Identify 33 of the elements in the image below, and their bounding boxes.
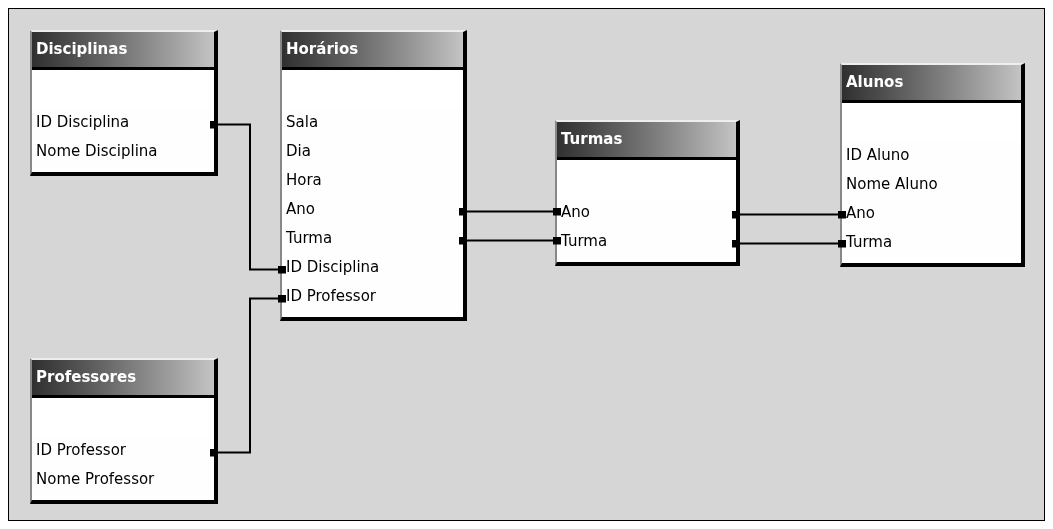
table-title: Horários bbox=[286, 39, 359, 61]
field-name: ID Disciplina bbox=[286, 257, 380, 278]
relationship-line bbox=[210, 120, 286, 274]
field-name: Turma bbox=[561, 231, 608, 252]
field-name: Ano bbox=[561, 202, 590, 223]
table-card bbox=[840, 63, 1025, 267]
table-card bbox=[555, 120, 740, 266]
field-name: Dia bbox=[286, 141, 311, 162]
field-name: Ano bbox=[286, 199, 315, 220]
relationship-line bbox=[732, 239, 846, 248]
field-name: ID Professor bbox=[286, 286, 377, 307]
field-name: Sala bbox=[286, 112, 319, 133]
field-name: ID Aluno bbox=[846, 145, 910, 166]
table-title: Turmas bbox=[561, 129, 623, 151]
relationship-line bbox=[210, 294, 286, 457]
field-name: ID Disciplina bbox=[36, 112, 130, 133]
table-title: Alunos bbox=[846, 72, 904, 94]
table-card bbox=[280, 30, 467, 321]
field-name: ID Professor bbox=[36, 440, 127, 461]
field-name: Hora bbox=[286, 170, 322, 191]
field-name: Nome Aluno bbox=[846, 174, 938, 195]
relationship-line bbox=[732, 210, 846, 219]
table-card bbox=[30, 30, 218, 176]
field-name: Turma bbox=[846, 232, 893, 253]
field-name: Nome Professor bbox=[36, 469, 155, 490]
table-card bbox=[30, 358, 218, 504]
table-title: Disciplinas bbox=[36, 39, 128, 61]
relationship-line bbox=[459, 207, 561, 216]
field-name: Ano bbox=[846, 203, 875, 224]
field-name: Nome Disciplina bbox=[36, 141, 158, 162]
table-title: Professores bbox=[36, 367, 137, 389]
field-name: Turma bbox=[286, 228, 333, 249]
relationship-line bbox=[459, 236, 561, 245]
